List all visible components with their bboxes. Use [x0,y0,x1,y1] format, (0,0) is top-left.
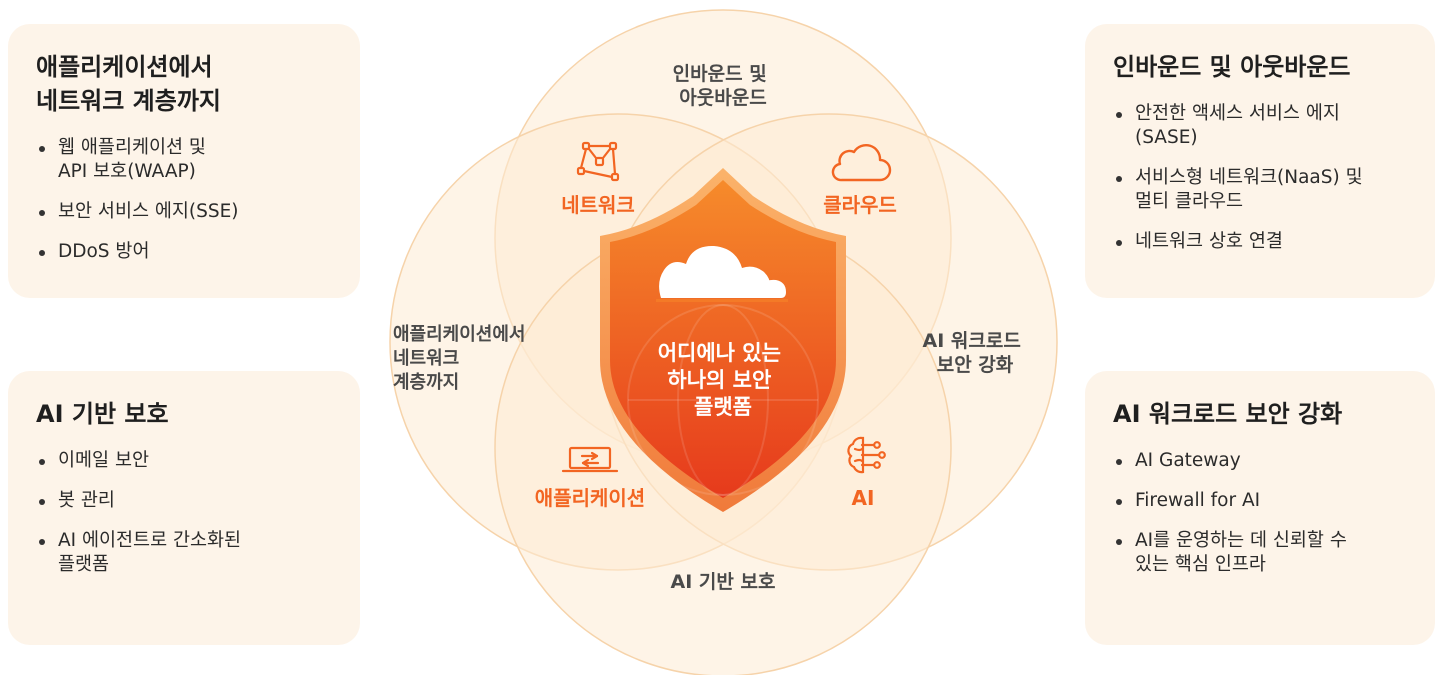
card-ai-workload-security: AI 워크로드 보안 강화 AI Gateway Firewall for AI… [1085,371,1435,645]
label-ai-protection: AI 기반 보호 [671,571,776,593]
card-title: 인바운드 및 아웃바운드 [1113,53,1351,81]
list-item: 보안 서비스 에지(SSE) [36,200,332,224]
list-item: 이메일 보안 [36,449,332,473]
cloud-logo-icon [659,245,786,298]
center-label: 어디에나 있는 하나의 보안 플랫폼 [658,341,789,419]
label-ai-workload: AI 워크로드 보안 강화 [923,330,1028,376]
card-title: AI 기반 보호 [36,400,169,428]
label-inbound-outbound: 인바운드 및 아웃바운드 [673,63,774,109]
card-list: 이메일 보안 봇 관리 AI 에이전트로 간소화된 플랫폼 [36,449,332,577]
label-application: 애플리케이션 [535,486,645,510]
list-item: Firewall for AI [1113,489,1407,513]
label-cloud: 클라우드 [823,193,897,217]
list-item: AI를 운영하는 데 신뢰할 수 있는 핵심 인프라 [1113,529,1407,577]
card-inbound-outbound: 인바운드 및 아웃바운드 안전한 액세스 서비스 에지 (SASE) 서비스형 … [1085,24,1435,298]
card-application-to-network: 애플리케이션에서 네트워크 계층까지 웹 애플리케이션 및 API 보호(WAA… [8,24,360,298]
list-item: 웹 애플리케이션 및 API 보호(WAAP) [36,136,332,184]
list-item: 서비스형 네트워크(NaaS) 및 멀티 클라우드 [1113,166,1407,214]
network-icon [576,141,620,182]
list-item: AI Gateway [1113,449,1407,473]
card-ai-protection: AI 기반 보호 이메일 보안 봇 관리 AI 에이전트로 간소화된 플랫폼 [8,371,360,645]
application-icon [561,446,619,473]
list-item: DDoS 방어 [36,240,332,264]
cloud-icon [831,144,892,182]
card-list: 안전한 액세스 서비스 에지 (SASE) 서비스형 네트워크(NaaS) 및 … [1113,102,1407,254]
card-list: 웹 애플리케이션 및 API 보호(WAAP) 보안 서비스 에지(SSE) D… [36,136,332,264]
list-item: AI 에이전트로 간소화된 플랫폼 [36,529,332,577]
card-list: AI Gateway Firewall for AI AI를 운영하는 데 신뢰… [1113,449,1407,577]
card-title: AI 워크로드 보안 강화 [1113,400,1343,428]
label-network: 네트워크 [561,193,635,217]
label-application-to-network: 애플리케이션에서 네트워크 계층까지 [393,324,532,393]
list-item: 네트워크 상호 연결 [1113,230,1407,254]
list-item: 봇 관리 [36,489,332,513]
card-title: 애플리케이션에서 네트워크 계층까지 [36,53,221,115]
ai-brain-icon [847,436,886,474]
label-ai: AI [852,486,875,510]
list-item: 안전한 액세스 서비스 에지 (SASE) [1113,102,1407,150]
shield-icon [600,168,846,512]
